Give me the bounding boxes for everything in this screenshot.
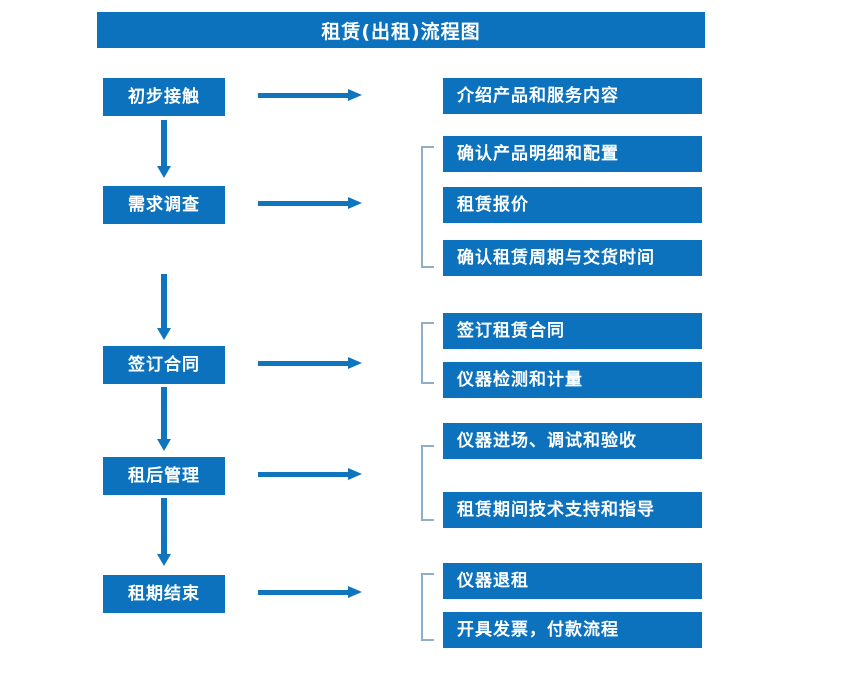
arrow-head [348,89,362,101]
detail-box-2-1[interactable]: 确认产品明细和配置 [443,136,702,172]
arrow-shaft [258,472,350,477]
detail-box-2-2[interactable]: 租赁报价 [443,187,702,223]
arrow-down-3 [155,387,173,451]
stage-box-5[interactable]: 租期结束 [103,575,225,613]
stage-box-2[interactable]: 需求调查 [103,186,225,224]
detail-box-4-1[interactable]: 仪器进场、调试和验收 [443,423,702,459]
arrow-shaft [258,93,350,98]
arrow-down-2 [155,274,173,340]
group-bracket-2 [421,146,434,268]
arrow-shaft [258,361,350,366]
arrow-head [157,328,171,340]
detail-box-5-1[interactable]: 仪器退租 [443,563,702,599]
group-bracket-3 [421,322,434,384]
arrow-shaft [258,201,350,206]
group-bracket-4 [421,445,434,521]
arrow-right-2 [258,195,363,213]
arrow-down-4 [155,498,173,566]
arrow-shaft [161,274,167,329]
arrow-head [157,554,171,566]
arrow-right-3 [258,355,363,373]
arrow-right-5 [258,584,363,602]
arrow-shaft [161,387,167,440]
detail-box-2-3[interactable]: 确认租赁周期与交货时间 [443,240,702,276]
arrow-head [157,166,171,178]
chart-title: 租赁(出租)流程图 [97,12,705,48]
arrow-right-4 [258,466,363,484]
detail-box-1-1[interactable]: 介绍产品和服务内容 [443,78,702,114]
arrow-head [348,468,362,480]
arrow-head [348,357,362,369]
arrow-head [157,439,171,451]
detail-box-3-1[interactable]: 签订租赁合同 [443,313,702,349]
group-bracket-5 [421,573,434,641]
arrow-head [348,586,362,598]
stage-box-3[interactable]: 签订合同 [103,346,225,384]
stage-box-1[interactable]: 初步接触 [103,78,225,116]
detail-box-5-2[interactable]: 开具发票，付款流程 [443,612,702,648]
arrow-down-1 [155,120,173,178]
stage-box-4[interactable]: 租后管理 [103,457,225,495]
detail-box-3-2[interactable]: 仪器检测和计量 [443,362,702,398]
detail-box-4-2[interactable]: 租赁期间技术支持和指导 [443,492,702,528]
arrow-right-1 [258,87,363,105]
arrow-shaft [161,498,167,555]
arrow-shaft [161,120,167,167]
arrow-head [348,197,362,209]
arrow-shaft [258,590,350,595]
